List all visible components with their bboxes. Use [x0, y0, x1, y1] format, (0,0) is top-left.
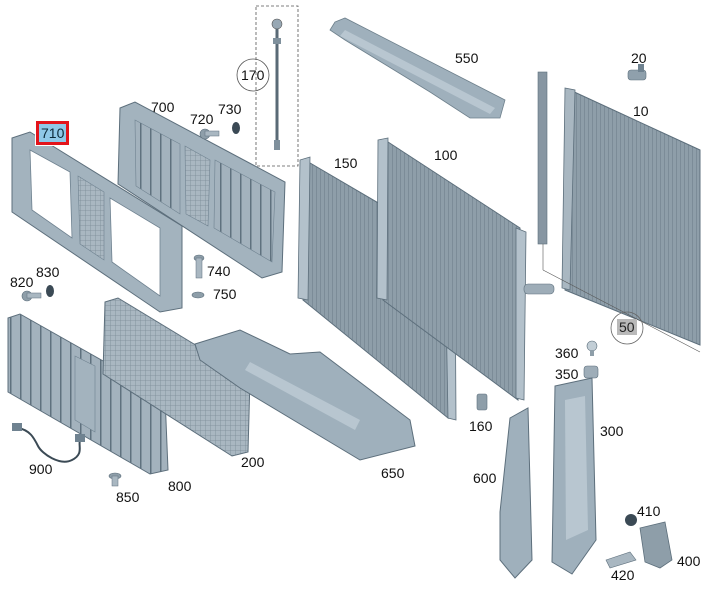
callout-360[interactable]: 360 — [555, 345, 579, 361]
part-740-750-drawing — [191, 254, 205, 299]
callout-10[interactable]: 10 — [633, 103, 649, 119]
part-400-410-420-drawing — [605, 514, 673, 569]
callout-100[interactable]: 100 — [434, 147, 458, 163]
part-300-drawing — [551, 377, 597, 575]
callout-410[interactable]: 410 — [637, 503, 661, 519]
callout-20[interactable]: 20 — [631, 50, 647, 66]
callout-600[interactable]: 600 — [473, 470, 497, 486]
part-10-drawing — [537, 71, 701, 353]
callout-550[interactable]: 550 — [455, 50, 479, 66]
callout-820[interactable]: 820 — [10, 274, 34, 290]
callout-710[interactable]: 710 — [34, 120, 71, 146]
callout-650[interactable]: 650 — [381, 465, 405, 481]
part-900-drawing — [12, 423, 85, 463]
part-200-drawing — [102, 297, 251, 457]
callout-300[interactable]: 300 — [600, 423, 624, 439]
callout-850[interactable]: 850 — [116, 489, 140, 505]
callout-730[interactable]: 730 — [218, 101, 242, 117]
callout-200[interactable]: 200 — [241, 454, 265, 470]
part-820-830-drawing — [21, 285, 54, 302]
callout-400[interactable]: 400 — [677, 553, 701, 569]
part-160-drawing — [476, 393, 488, 411]
callout-830[interactable]: 830 — [36, 264, 60, 280]
part-650-drawing — [194, 329, 416, 461]
part-720-730-drawing — [199, 122, 240, 140]
part-550-drawing — [329, 17, 506, 119]
callout-900[interactable]: 900 — [29, 461, 53, 477]
part-20-drawing — [627, 64, 647, 81]
callout-720[interactable]: 720 — [190, 111, 214, 127]
part-170-drawing — [255, 5, 299, 167]
callout-350[interactable]: 350 — [555, 366, 579, 382]
callout-150[interactable]: 150 — [334, 155, 358, 171]
callout-160[interactable]: 160 — [469, 418, 493, 434]
part-800-drawing — [7, 313, 169, 475]
callout-420[interactable]: 420 — [611, 567, 635, 583]
callout-170[interactable]: 170 — [241, 67, 265, 83]
part-360-350-drawing — [583, 340, 599, 379]
callout-800[interactable]: 800 — [168, 478, 192, 494]
callout-750[interactable]: 750 — [213, 286, 237, 302]
part-600-drawing — [499, 407, 533, 579]
callout-50[interactable]: 50 — [617, 319, 637, 335]
callout-700[interactable]: 700 — [151, 99, 175, 115]
part-850-drawing — [108, 472, 122, 487]
part-100-drawing — [376, 137, 555, 401]
part-700-drawing — [117, 101, 286, 279]
part-710-drawing — [11, 131, 183, 313]
callout-740[interactable]: 740 — [207, 263, 231, 279]
